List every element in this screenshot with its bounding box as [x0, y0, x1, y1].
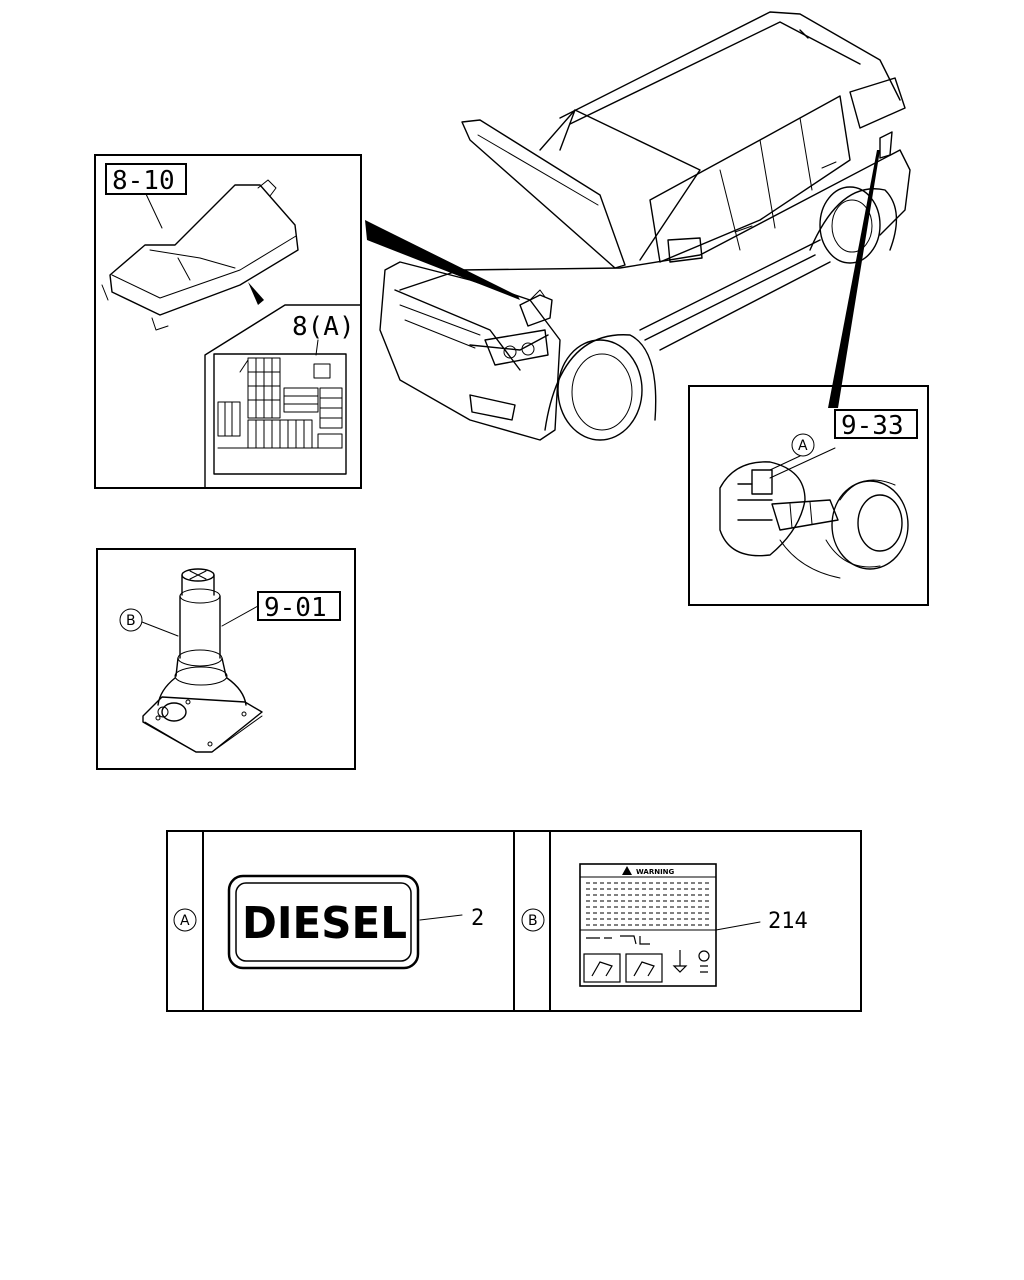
warning-triangle-icon	[622, 866, 632, 875]
warning-heading: WARNING	[636, 868, 675, 876]
marker-a-legend-label: A	[180, 913, 190, 929]
part-number-a: 2	[471, 906, 484, 931]
callout-box-9-33	[834, 409, 918, 439]
callout-8-10: 8-10	[112, 166, 175, 196]
fuel-lid-panel: 9-33 A	[688, 385, 929, 606]
marker-b-legend-label: B	[528, 913, 538, 929]
warning-label: WARNING	[579, 863, 717, 987]
callout-8a: 8(A)	[292, 312, 355, 342]
vehicle-illustration	[379, 11, 911, 441]
diesel-decal-text: DIESEL	[242, 898, 407, 949]
diesel-decal	[227, 874, 420, 970]
marker-a-fuel	[791, 433, 815, 457]
jack-panel: 9-01 B	[96, 548, 356, 770]
callout-9-33: 9-33	[841, 411, 904, 441]
fuel-lid-leader	[828, 150, 880, 408]
part-number-b: 214	[768, 909, 808, 934]
fuse-box-panel: 8-10 8(A)	[94, 154, 362, 489]
fuse-box-leader	[365, 220, 520, 300]
marker-b-jack	[119, 608, 143, 632]
fuel-filler-drawing	[719, 461, 909, 579]
marker-b-jack-label: B	[126, 613, 136, 629]
fuse-label-sticker	[213, 353, 347, 475]
callout-9-01: 9-01	[264, 593, 327, 623]
marker-b-legend	[521, 908, 545, 932]
legend-table: A DIESEL 2 B WARNING	[166, 830, 862, 1012]
marker-a-fuel-label: A	[798, 438, 808, 454]
jack-drawing	[142, 568, 263, 753]
marker-a-legend	[173, 908, 197, 932]
